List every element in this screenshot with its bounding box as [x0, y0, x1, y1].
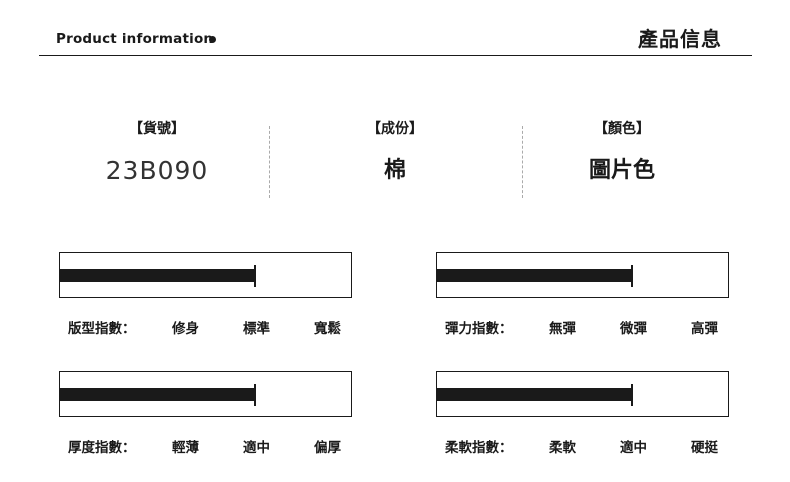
fit-index-meter [59, 252, 352, 298]
thickness-option-1: 輕薄 [172, 440, 199, 456]
elasticity-option-2: 微彈 [620, 321, 647, 337]
meter-fill [437, 388, 632, 401]
header-title-zh: 產品信息 [638, 27, 722, 51]
item-number-label: 【貨號】 [129, 121, 185, 137]
softness-option-2: 適中 [620, 440, 647, 456]
material-value: 棉 [383, 158, 406, 183]
column-divider [522, 126, 523, 198]
thickness-option-2: 適中 [243, 440, 270, 456]
color-label: 【顏色】 [594, 121, 650, 137]
thickness-index-label: 厚度指數： [68, 440, 136, 456]
header-title-en: Product information [56, 31, 214, 47]
meter-fill [437, 269, 632, 282]
item-number-block: 【貨號】 23B090 [62, 118, 252, 186]
meter-fill [60, 388, 255, 401]
material-block: 【成份】 棉 [300, 118, 490, 186]
softness-index-meter [436, 371, 729, 417]
elasticity-option-1: 無彈 [549, 321, 576, 337]
column-divider [269, 126, 270, 198]
thickness-option-3: 偏厚 [314, 440, 341, 456]
thickness-index-meter [59, 371, 352, 417]
color-value: 圖片色 [588, 158, 655, 183]
page-header: Product information 產品信息 [0, 0, 790, 60]
meter-marker [631, 384, 633, 406]
color-block: 【顏色】 圖片色 [527, 118, 717, 186]
item-number-value: 23B090 [105, 156, 209, 185]
elasticity-option-3: 高彈 [691, 321, 718, 337]
fit-option-1: 修身 [172, 321, 199, 337]
fit-option-3: 寬鬆 [314, 321, 341, 337]
material-label: 【成份】 [367, 121, 423, 137]
meter-marker [254, 384, 256, 406]
header-bullet-icon [209, 36, 216, 43]
fit-index-label: 版型指數： [68, 321, 136, 337]
fit-option-2: 標準 [243, 321, 270, 337]
softness-option-1: 柔軟 [549, 440, 576, 456]
header-divider [39, 55, 752, 56]
meter-marker [631, 265, 633, 287]
elasticity-index-label: 彈力指數： [445, 321, 513, 337]
elasticity-index-meter [436, 252, 729, 298]
softness-option-3: 硬挺 [691, 440, 718, 456]
meter-fill [60, 269, 255, 282]
softness-index-label: 柔軟指數： [445, 440, 513, 456]
meter-marker [254, 265, 256, 287]
